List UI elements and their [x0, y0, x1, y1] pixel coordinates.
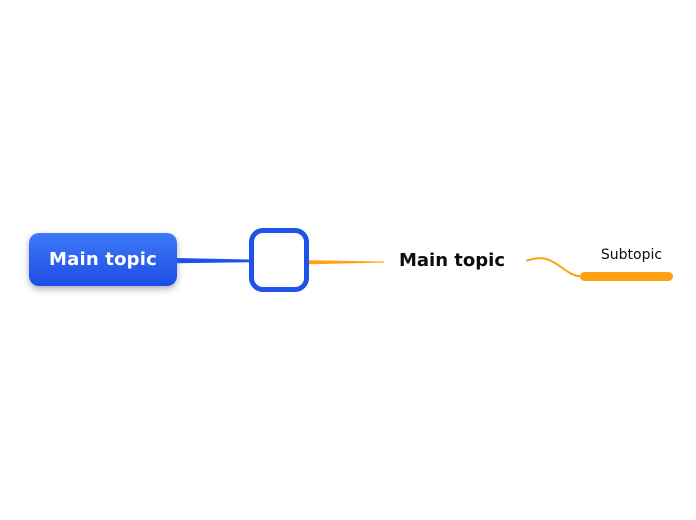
root-topic-node[interactable]: Main topic [29, 233, 177, 286]
subtopic-underline [580, 272, 673, 281]
subtopic-label: Subtopic [600, 247, 663, 263]
empty-center-node[interactable] [249, 228, 309, 292]
root-topic-label: Main topic [48, 249, 157, 270]
floating-topic-label: Main topic [399, 250, 506, 271]
connector-topic-to-subtopic [526, 257, 584, 278]
floating-topic-node[interactable]: Main topic [399, 251, 505, 271]
connector-root-to-center [177, 258, 249, 264]
connector-center-to-topic [309, 260, 384, 265]
subtopic-node[interactable]: Subtopic [580, 248, 673, 281]
